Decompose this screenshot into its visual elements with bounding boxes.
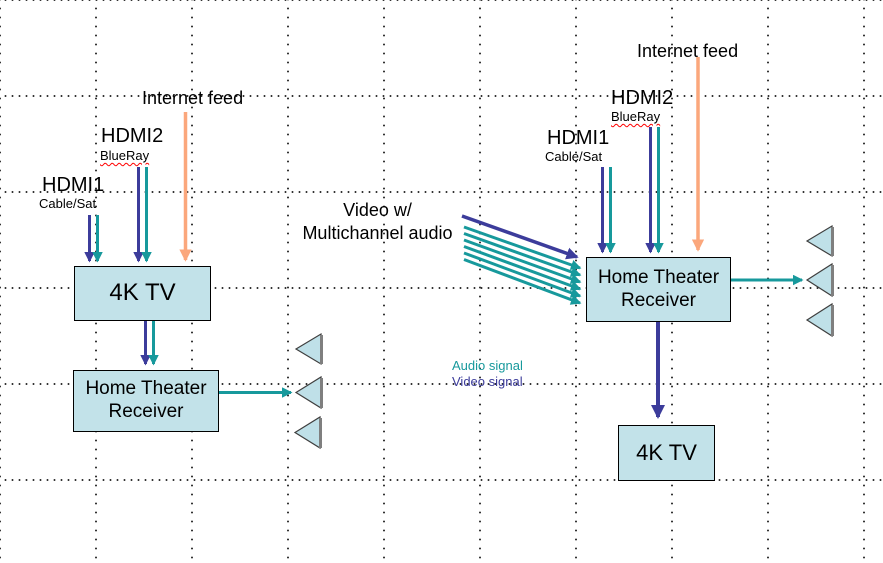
right-receiver-box: Home Theater Receiver [586,257,731,322]
right-4k-tv-box: 4K TV [618,425,715,481]
right-hdmi1-device-label: Cable/Sat [545,149,603,164]
multichannel-audio-arrow-2 [463,232,582,277]
multichannel-audio-arrow-1 [463,225,582,270]
left-receiver-box: Home Theater Receiver [73,370,219,432]
left-4k-tv-box: 4K TV [74,266,211,321]
multichannel-video-label-line2: Multichannel audio [302,222,453,243]
left-hdmi2-label: HDMI2 [101,125,164,147]
left-speaker-icon-bottom [293,415,322,450]
right-speaker-icon-bottom [805,302,834,338]
legend-video-signal: Video signal [452,374,523,390]
right-internet-feed-label: Internet feed [637,41,739,61]
right-speaker-icon-middle [805,262,834,298]
multichannel-audio-arrow-4 [463,245,582,291]
signal-legend: Audio signal Video signal [452,358,523,391]
left-internet-feed-label: Internet feed [142,88,244,108]
right-hdmi2-device-label: BlueRay [611,109,661,124]
right-hdmi1-label: HDMI1 [547,127,610,149]
left-speaker-icon-middle [294,375,323,410]
legend-audio-signal: Audio signal [452,358,523,373]
multichannel-video-arrow [461,214,579,260]
left-speaker-icon-top [294,332,323,366]
right-hdmi2-label: HDMI2 [611,87,674,109]
right-speaker-icon-top [805,224,834,258]
multichannel-audio-arrow-5 [463,251,582,298]
multichannel-audio-arrow-3 [463,238,582,284]
left-hdmi2-device-label: BlueRay [100,148,150,163]
left-hdmi1-label: HDMI1 [42,174,105,196]
multichannel-video-label-line1: Video w/ [343,200,412,220]
multichannel-audio-arrow-6 [463,258,582,305]
multichannel-video-label: Video w/ Multichannel audio [299,199,456,244]
left-hdmi1-device-label: Cable/Sat [39,196,97,211]
